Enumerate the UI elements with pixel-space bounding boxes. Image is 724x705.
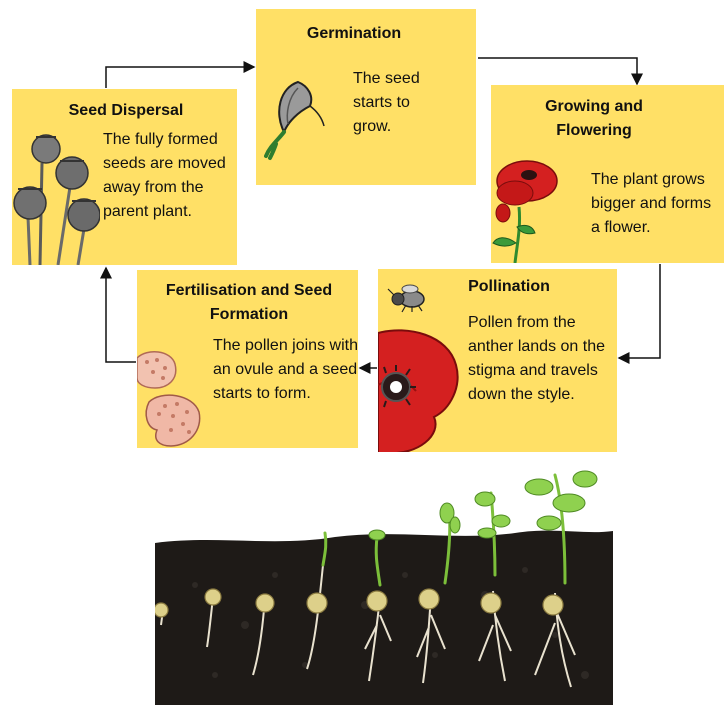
poppy-flower-icon [491, 157, 571, 263]
arrow-growing-to-pollination [619, 264, 660, 358]
seedling-icon [258, 74, 328, 164]
fertilisation-box: Fertilisation and Seed Formation The pol… [137, 270, 358, 448]
germination-title: Germination [256, 22, 452, 46]
poppy-petal-icon [378, 325, 462, 452]
pollen-grain-icon [137, 348, 207, 448]
poppy-seed-head-icon [12, 129, 100, 265]
seed-dispersal-description: The fully formed seeds are moved away fr… [103, 128, 233, 224]
arrow-dispersal-to-germination [106, 67, 254, 88]
seed-dispersal-title: Seed Dispersal [46, 99, 206, 123]
seed-dispersal-box: Seed Dispersal The fully formed seeds ar… [12, 89, 237, 265]
fertilisation-title: Fertilisation and Seed Formation [165, 279, 333, 327]
pollination-box: Pollination Pollen from the anther lands… [378, 269, 617, 452]
fertilisation-description: The pollen joins with an ovule and a see… [213, 334, 358, 406]
germination-description: The seed starts to grow. [353, 67, 448, 139]
growing-flowering-box: Growing and Flowering The plant grows bi… [491, 85, 724, 263]
growing-flowering-title: Growing and Flowering [519, 95, 669, 143]
germination-box: Germination The seed starts to grow. [256, 9, 476, 185]
pollination-title: Pollination [454, 275, 564, 299]
arrow-germination-to-growing [478, 58, 637, 84]
growing-flowering-description: The plant grows bigger and forms a flowe… [591, 168, 724, 240]
bee-icon [386, 283, 430, 313]
germination-photo [155, 465, 613, 705]
arrow-fertilisation-to-dispersal [106, 268, 136, 362]
pollination-description: Pollen from the anther lands on the stig… [468, 311, 613, 407]
